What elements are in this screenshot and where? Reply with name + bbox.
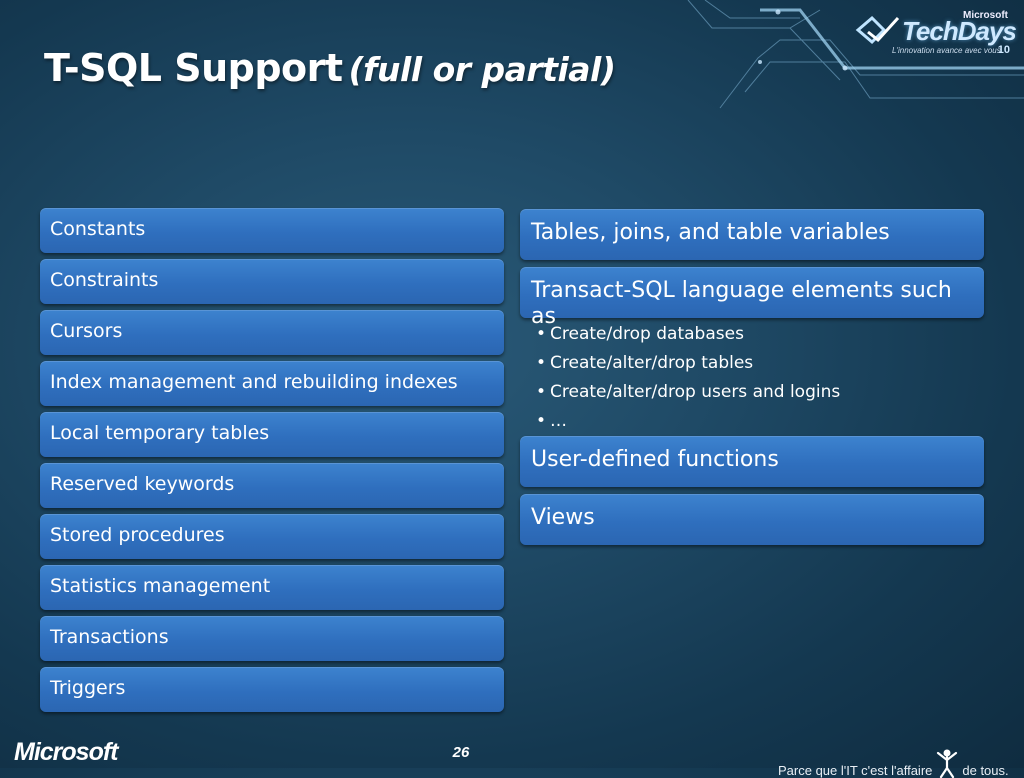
page-number: 26 — [452, 744, 470, 761]
logo-microsoft-text: Microsoft — [963, 10, 1008, 21]
list-item: Triggers — [40, 667, 504, 712]
language-elements-bullets: Create/drop databases Create/alter/drop … — [520, 320, 984, 436]
tagline-text-end: de tous. — [962, 763, 1009, 778]
list-item: Local temporary tables — [40, 412, 504, 457]
logo-edition: 10 — [997, 44, 1010, 56]
list-item: Reserved keywords — [40, 463, 504, 508]
bullet-item: Create/drop databases — [536, 320, 984, 349]
list-item: Stored procedures — [40, 514, 504, 559]
logo-tagline: L'innovation avance avec vous — [892, 46, 1001, 55]
left-feature-list: Constants Constraints Cursors Index mana… — [40, 208, 504, 718]
right-feature-list: Tables, joins, and table variables Trans… — [520, 209, 984, 545]
list-item: Statistics management — [40, 565, 504, 610]
footer-tagline: Parce que l'IT c'est l'affaire de tous. — [778, 748, 1009, 778]
logo-techdays-text: TechDays — [902, 16, 1017, 46]
microsoft-logo: Microsoft — [14, 738, 118, 766]
user-defined-functions-box: User-defined functions — [520, 436, 984, 487]
bullet-item: Create/alter/drop users and logins — [536, 378, 984, 407]
list-item: Constraints — [40, 259, 504, 304]
bullet-item: Create/alter/drop tables — [536, 349, 984, 378]
tables-joins-box: Tables, joins, and table variables — [520, 209, 984, 260]
language-elements-box: Transact-SQL language elements such as — [520, 267, 984, 329]
tagline-text-start: Parce que l'IT c'est l'affaire — [778, 763, 933, 778]
techdays-logo: Microsoft TechDays L'innovation avance a… — [852, 8, 1017, 56]
person-figure-icon — [937, 749, 958, 778]
title-subtitle: (full or partial) — [348, 50, 616, 89]
bullet-item: … — [536, 407, 984, 436]
techdays-logo-icon — [855, 15, 900, 45]
page-title: T-SQL Support(full or partial) — [44, 46, 616, 90]
views-box: Views — [520, 494, 984, 545]
list-item: Cursors — [40, 310, 504, 355]
list-item: Index management and rebuilding indexes — [40, 361, 504, 406]
title-main: T-SQL Support — [44, 46, 343, 90]
list-item: Constants — [40, 208, 504, 253]
list-item: Transactions — [40, 616, 504, 661]
